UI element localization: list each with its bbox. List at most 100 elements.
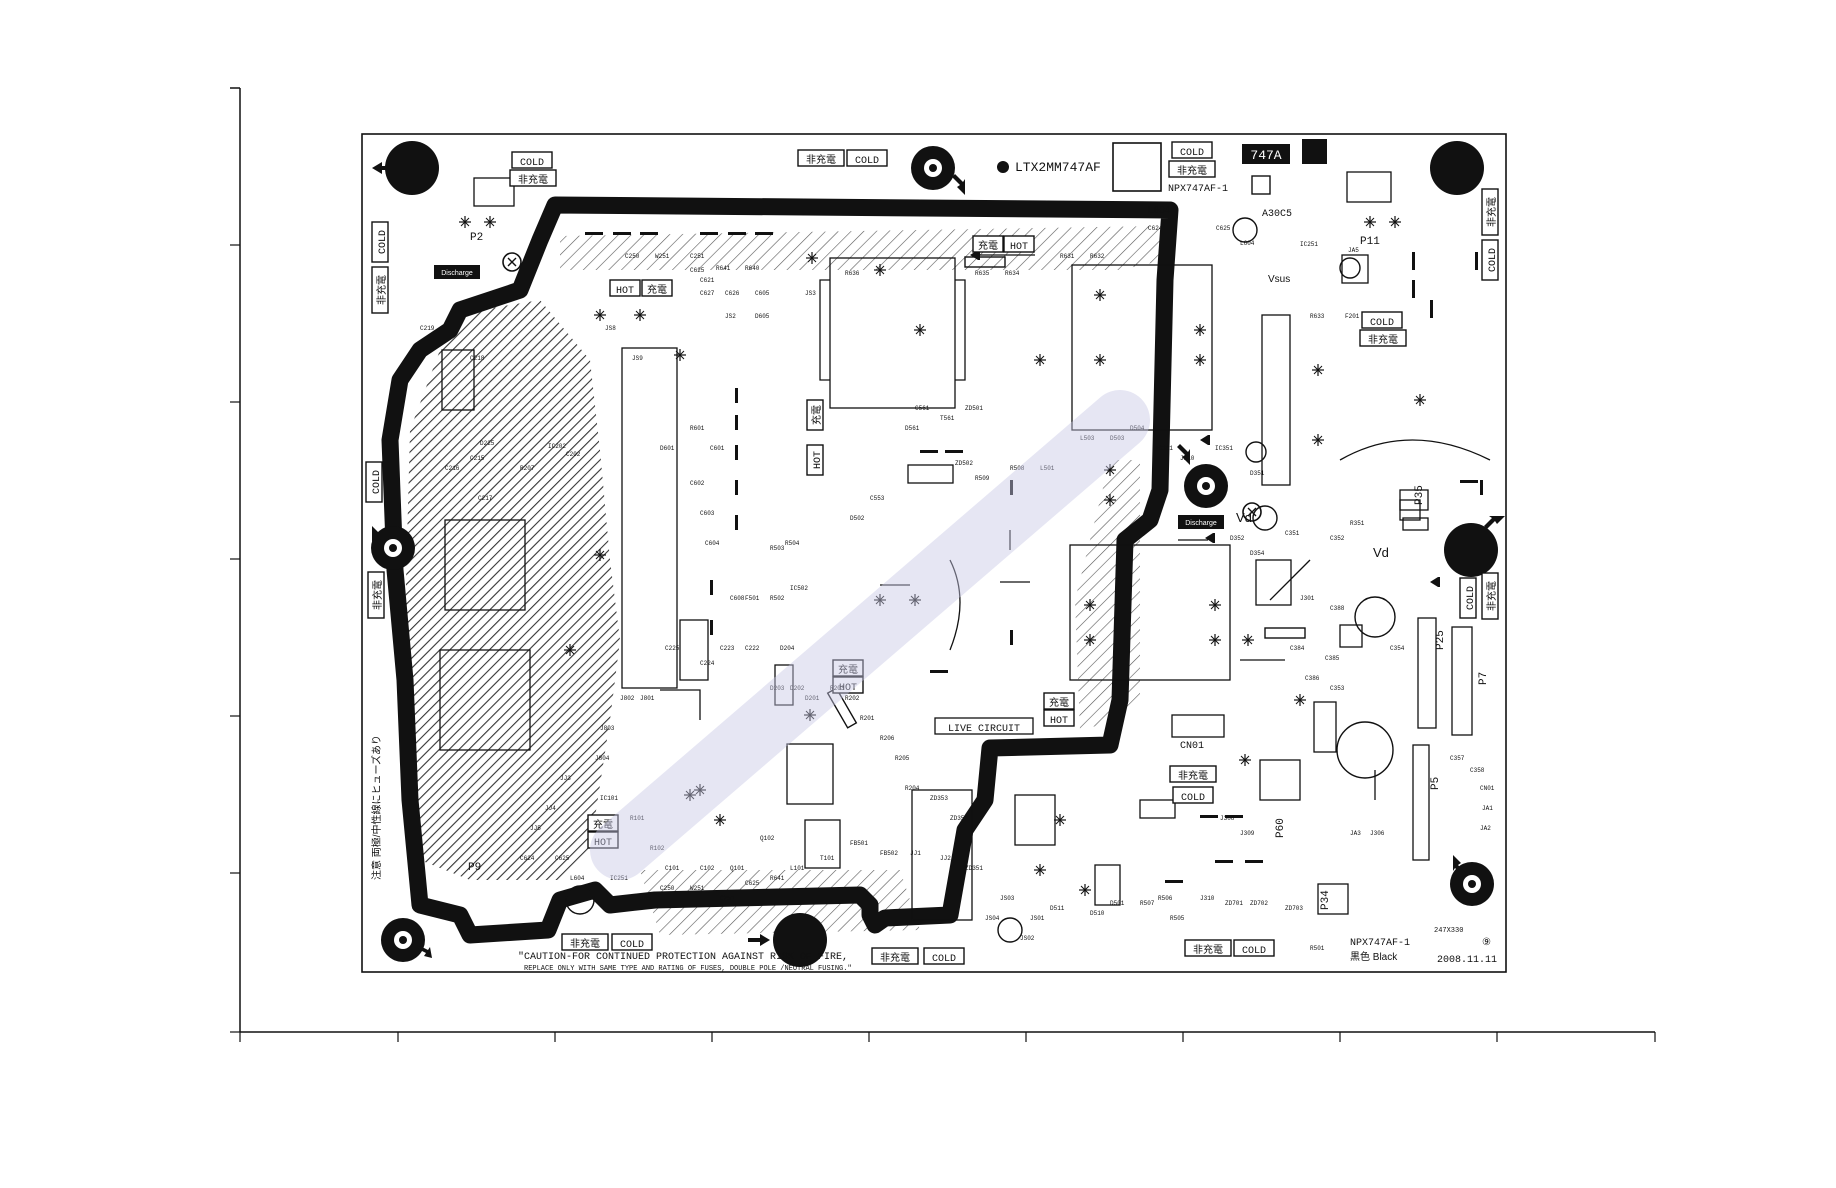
component-designator: R351 <box>1350 520 1365 527</box>
component-designator: D601 <box>660 445 675 452</box>
cold-label: COLD <box>372 470 383 494</box>
component-designator: C102 <box>700 865 715 872</box>
component-designator: JA5 <box>640 895 651 902</box>
component-designator: R641 <box>770 875 785 882</box>
discharge-label-2: Discharge <box>1185 520 1217 527</box>
component-designator: Q101 <box>730 865 745 872</box>
component-designator: D561 <box>905 425 920 432</box>
component-designator: R203 <box>830 685 845 692</box>
connector-p25: P25 <box>1435 630 1447 650</box>
component-designator: JS01 <box>1030 915 1045 922</box>
component-designator: T561 <box>940 415 955 422</box>
component-designator: JS02 <box>1020 935 1035 942</box>
non-charged-label: 非充電 <box>1368 333 1398 346</box>
component-designator: D501 <box>1110 900 1125 907</box>
component-designator: CN01 <box>1480 785 1495 792</box>
component-designator: JJ5 <box>530 825 541 832</box>
component-designator: JJ3 <box>560 775 571 782</box>
component-designator: R641 <box>716 265 731 272</box>
component-designator: ZD353 <box>930 795 948 802</box>
component-designator: D351 <box>1250 470 1265 477</box>
component-designator: C222 <box>745 645 760 652</box>
arrow-icon <box>372 162 1505 958</box>
component-designator: C553 <box>870 495 885 502</box>
board-name: NPX747AF-1 <box>1168 184 1228 195</box>
component-designator: D503 <box>1110 435 1125 442</box>
component-designator: R508 <box>1010 465 1025 472</box>
component-designator: C223 <box>720 645 735 652</box>
vd-label-2: Vd <box>1373 545 1389 560</box>
component-designator: J801 <box>640 695 655 702</box>
component-designator: JS8 <box>605 325 616 332</box>
non-charged-label: 非充電 <box>1485 197 1498 227</box>
discharge-badge-2 <box>1178 515 1224 529</box>
zone-labels-hot: HOT HOT HOT HOT HOT HOT <box>587 235 1075 849</box>
component-designator: IC101 <box>600 795 618 802</box>
hot-label: HOT <box>1010 242 1028 253</box>
component-designator: C625 <box>690 267 705 274</box>
cold-label: COLD <box>1180 148 1204 159</box>
component-designator: J301 <box>1300 595 1315 602</box>
component-designator: D510 <box>1090 910 1105 917</box>
component-designator: R634 <box>1005 270 1020 277</box>
connector-p7: P7 <box>1478 672 1490 685</box>
component-designator: C384 <box>1290 645 1305 652</box>
hot-label: HOT <box>813 451 824 469</box>
mounting-hole-icon <box>371 141 1498 967</box>
caution-line2: REPLACE ONLY WITH SAME TYPE AND RATING O… <box>524 965 852 973</box>
charged-label: 充電 <box>978 239 998 252</box>
non-charged-label: 非充電 <box>375 275 388 305</box>
component-designator: JJ4 <box>545 805 556 812</box>
component-designator: JA1 <box>1482 805 1493 812</box>
component-designator: L501 <box>1040 465 1055 472</box>
component-designator: C250 <box>660 885 675 892</box>
board-code-badge <box>1242 144 1290 164</box>
component-designator: D511 <box>1050 905 1065 912</box>
component-designator: JA2 <box>1480 825 1491 832</box>
component-designator: C251 <box>720 895 735 902</box>
component-designator: R506 <box>1158 895 1173 902</box>
component-designator: ZD351 <box>965 865 983 872</box>
non-charged-label: 非充電 <box>570 937 600 950</box>
component-designator: Q102 <box>760 835 775 842</box>
connector-p11: P11 <box>1360 236 1380 248</box>
component-designator: ZD501 <box>965 405 983 412</box>
component-designator: F201 <box>1345 313 1360 320</box>
revision-circle: ⑨ <box>1482 937 1491 949</box>
non-charged-label: 非充電 <box>880 951 910 964</box>
hot-label: HOT <box>594 838 612 849</box>
component-designator: J310 <box>1200 895 1215 902</box>
component-designator: R501 <box>1310 945 1325 952</box>
component-designator: D504 <box>1130 425 1145 432</box>
component-designator: D204 <box>780 645 795 652</box>
component-designator: JS04 <box>985 915 1000 922</box>
component-designator: JS9 <box>632 355 643 362</box>
hot-zone-hatching <box>405 226 1165 935</box>
cold-label: COLD <box>1370 318 1394 329</box>
component-designator: R207 <box>520 465 535 472</box>
component-designator: JS2 <box>725 313 736 320</box>
component-designator: R201 <box>860 715 875 722</box>
component-designator: C624 <box>520 855 535 862</box>
live-circuit-box <box>934 717 1034 735</box>
caution-line1: "CAUTION-FOR CONTINUED PROTECTION AGAINS… <box>518 951 848 963</box>
spark-gap-icon <box>502 252 1262 522</box>
non-charged-label: 非充電 <box>518 173 548 186</box>
component-designator: C604 <box>705 540 720 547</box>
hot-label: HOT <box>1050 716 1068 727</box>
cold-label: COLD <box>1488 248 1499 272</box>
connector-p5: P5 <box>1430 777 1442 790</box>
component-designator: C627 <box>700 290 715 297</box>
charged-label: 充電 <box>838 663 858 676</box>
component-designator: ZD701 <box>1225 900 1243 907</box>
vsus-label: Vsus <box>1268 274 1290 285</box>
component-designator: D605 <box>755 313 770 320</box>
component-designator: ZD703 <box>1285 905 1303 912</box>
charged-label: 充電 <box>1049 696 1069 709</box>
component-designator: R202 <box>845 695 860 702</box>
component-designator: C217 <box>478 495 493 502</box>
component-designator: C625 <box>555 855 570 862</box>
component-designator: W251 <box>655 253 670 260</box>
